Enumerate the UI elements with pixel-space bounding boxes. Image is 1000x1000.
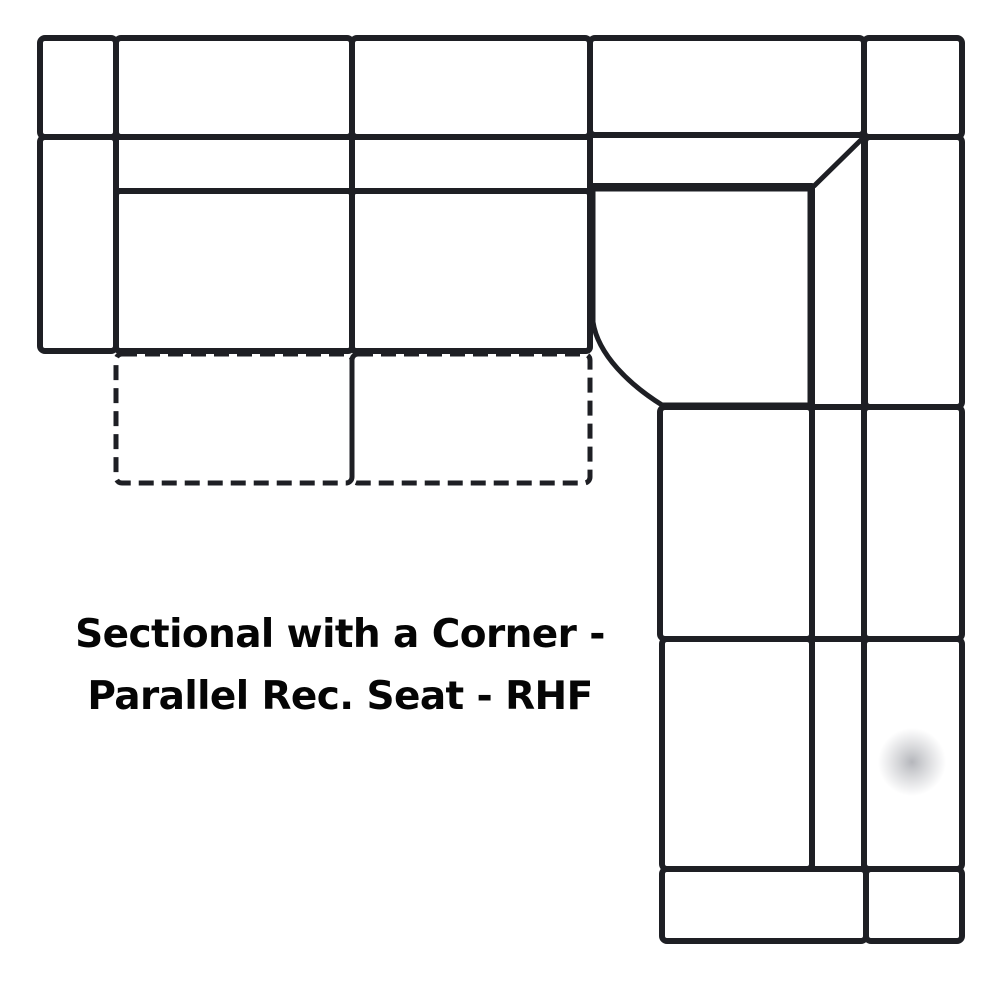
corner-wedge — [587, 35, 965, 410]
recliner-1-seat — [113, 188, 355, 354]
right-seat-2-band — [809, 636, 867, 872]
recliner-2-footrest-extended — [349, 351, 593, 486]
left-arm-group — [37, 35, 119, 354]
smudge-mark — [878, 728, 946, 796]
corner-miter-line — [811, 134, 867, 189]
right-seat-1-cushion — [657, 404, 815, 642]
bottom-right-corner-block — [863, 866, 965, 944]
left-arm-top-corner — [37, 35, 119, 140]
bottom-arm — [659, 866, 869, 944]
bottom-arm-group — [659, 866, 965, 944]
recliner-2-band — [349, 134, 593, 194]
corner-back-top — [587, 35, 867, 138]
corner-seat — [590, 186, 813, 408]
right-back-upper — [862, 134, 965, 410]
recliner-2-seat — [349, 188, 593, 354]
left-arm — [37, 134, 119, 354]
right-seat-1-band — [809, 404, 867, 642]
recliner-seat-1 — [113, 35, 355, 486]
right-seat-2-cushion — [659, 636, 815, 872]
arrow-up-icon — [448, 49, 492, 131]
recliner-seat-2 — [349, 35, 593, 486]
top-right-corner-block — [861, 35, 965, 140]
arrow-up-icon — [212, 49, 256, 131]
recliner-1-footrest-extended — [113, 351, 355, 486]
caption-line-1: Sectional with a Corner - — [75, 612, 605, 657]
right-seat-1-back — [861, 404, 965, 642]
recliner-1-band — [113, 134, 355, 194]
caption-line-2: Parallel Rec. Seat - RHF — [87, 674, 593, 719]
right-seat-2 — [659, 636, 965, 872]
diagram-caption: Sectional with a Corner - Parallel Rec. … — [30, 604, 650, 728]
right-seat-1 — [657, 404, 965, 642]
